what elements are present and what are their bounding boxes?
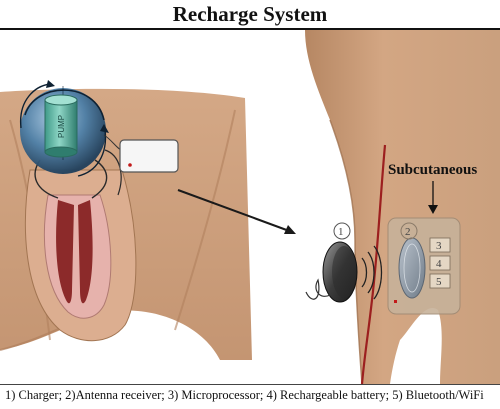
charger-pad-left <box>119 139 179 173</box>
right-hip-view <box>305 30 500 384</box>
caption-divider <box>0 384 500 385</box>
penile-implant <box>24 149 137 342</box>
diagram-title: Recharge System <box>172 2 328 26</box>
pointer-arrow <box>177 189 296 234</box>
component-legend: 1) Charger; 2)Antenna receiver; 3) Micro… <box>5 388 484 402</box>
receiver-number: 2 <box>405 226 411 238</box>
charger-number: 1 <box>338 226 344 238</box>
microprocessor-number: 3 <box>436 240 442 252</box>
pump-sphere: PUMP <box>20 80 109 177</box>
battery-number: 4 <box>436 258 442 270</box>
incision-line <box>360 144 387 384</box>
antenna-receiver-module: 3 4 5 2 <box>387 217 461 315</box>
recharge-system-illustration: PUMP Subcutaneous 3 4 5 2 <box>0 30 500 384</box>
wireless-number: 5 <box>436 276 442 288</box>
title-divider <box>0 28 500 30</box>
pump-label: PUMP <box>57 115 66 138</box>
charger-coil: 1 <box>305 222 383 303</box>
subcutaneous-label: Subcutaneous <box>388 162 477 178</box>
